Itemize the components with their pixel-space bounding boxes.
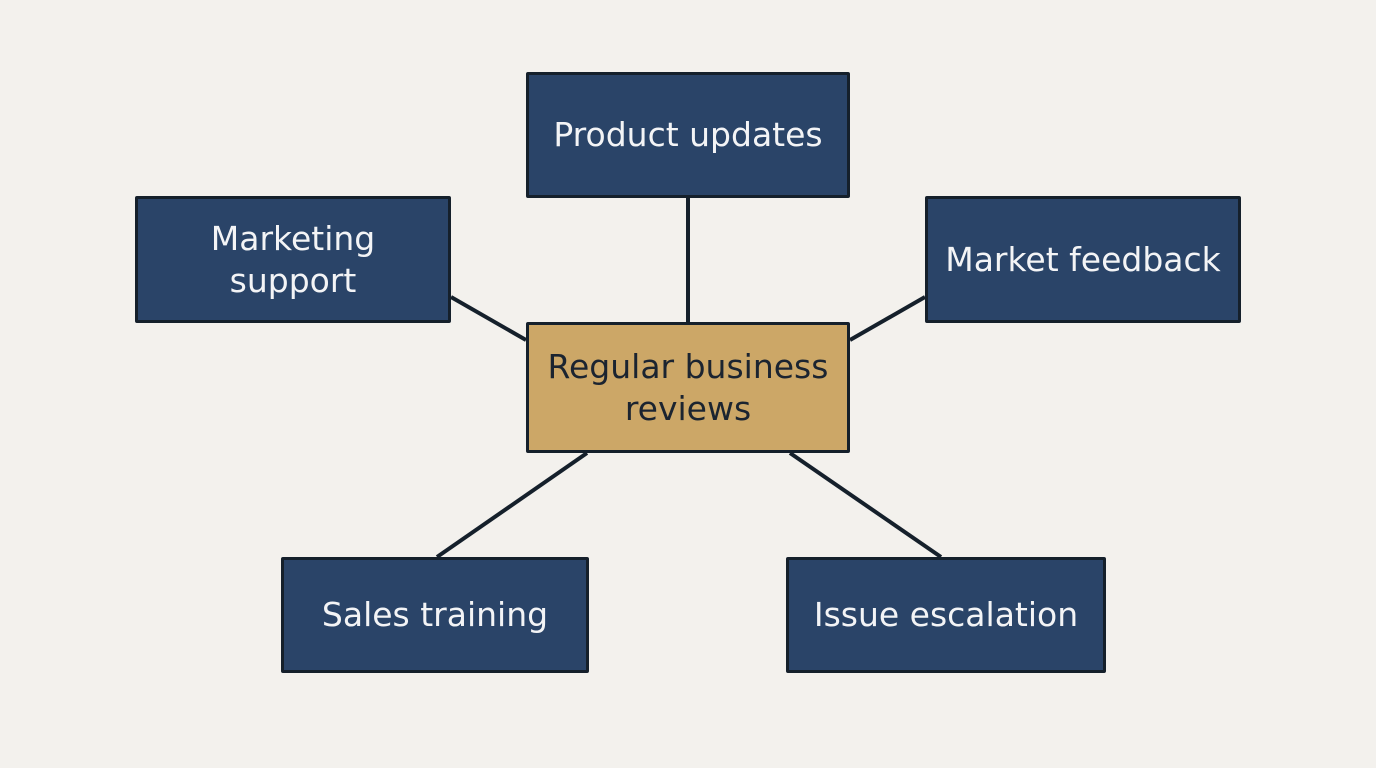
node-product-updates: Product updates [526, 72, 850, 198]
connector-feedback [849, 295, 926, 342]
node-label: Issue escalation [813, 595, 1079, 634]
node-marketing-support: Marketing support [135, 196, 451, 323]
node-market-feedback: Market feedback [925, 196, 1241, 323]
node-sales-training: Sales training [281, 557, 589, 673]
connector-marketing [450, 295, 527, 342]
node-label: Marketing support [210, 218, 376, 300]
center-node-label: Regular business reviews [547, 346, 829, 428]
node-issue-escalation: Issue escalation [786, 557, 1106, 673]
center-node-regular-business-reviews: Regular business reviews [526, 322, 850, 453]
node-label: Product updates [553, 115, 823, 154]
connector-escalation [788, 451, 943, 559]
node-label: Market feedback [945, 239, 1221, 279]
node-label: Sales training [321, 595, 549, 634]
connector-sales [435, 451, 589, 559]
